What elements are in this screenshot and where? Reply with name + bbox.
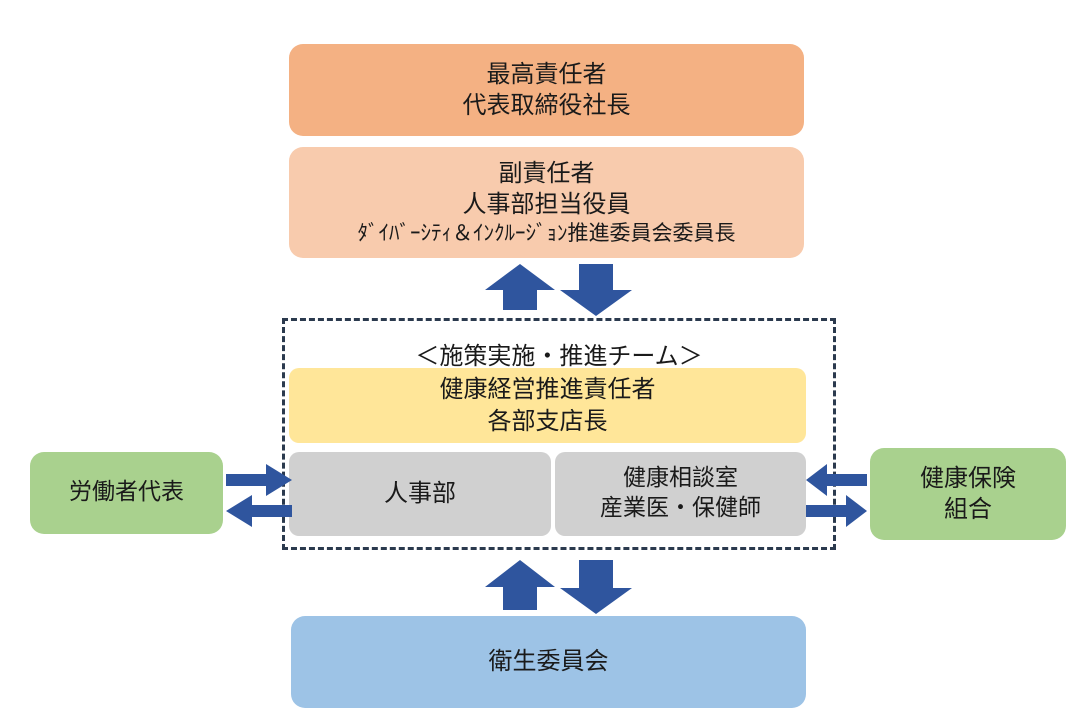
team-title: ＜施策実施・推進チーム＞ [415,342,703,370]
hr-box: 人事部 [289,452,551,536]
promotion-title: 健康経営推進責任者 [439,375,656,404]
health-office-box: 健康相談室 産業医・保健師 [555,452,806,536]
arrow-down-icon [560,560,632,614]
promotion-role: 各部支店長 [487,406,608,435]
health-office-title: 健康相談室 [623,465,738,492]
labor-rep-box: 労働者代表 [30,452,223,534]
vice-responsible-box: 副責任者 人事部担当役員 ﾀﾞｲﾊﾞｰｼﾃｨ＆ｲﾝｸﾙｰｼﾞｮﾝ推進委員会委員長 [289,147,804,258]
health-insurance-line1: 健康保険 [920,463,1016,492]
arrow-right-icon [226,464,292,496]
arrow-up-icon [485,264,555,310]
health-insurance-line2: 組合 [944,495,992,523]
committee-label: 衛生委員会 [488,647,609,676]
arrow-right-icon [806,495,867,527]
vice-title: 副責任者 [498,158,595,187]
arrow-down-icon [560,264,632,316]
arrow-left-icon [226,495,292,527]
vice-committee-role: ﾀﾞｲﾊﾞｰｼﾃｨ＆ｲﾝｸﾙｰｼﾞｮﾝ推進委員会委員長 [357,221,736,246]
health-insurance-box: 健康保険 組合 [870,448,1066,540]
arrow-up-icon [485,560,555,610]
health-office-staff: 産業医・保健師 [600,495,761,521]
ceo-role: 代表取締役社長 [462,91,631,119]
hr-label: 人事部 [384,479,456,508]
promotion-box: 健康経営推進責任者 各部支店長 [289,368,806,443]
labor-rep-label: 労働者代表 [69,479,184,506]
arrow-left-icon [806,464,867,496]
ceo-title: 最高責任者 [486,59,607,88]
team-frame [282,318,836,550]
ceo-box: 最高責任者 代表取締役社長 [289,44,804,136]
committee-box: 衛生委員会 [291,616,806,708]
vice-role: 人事部担当役員 [462,189,631,218]
